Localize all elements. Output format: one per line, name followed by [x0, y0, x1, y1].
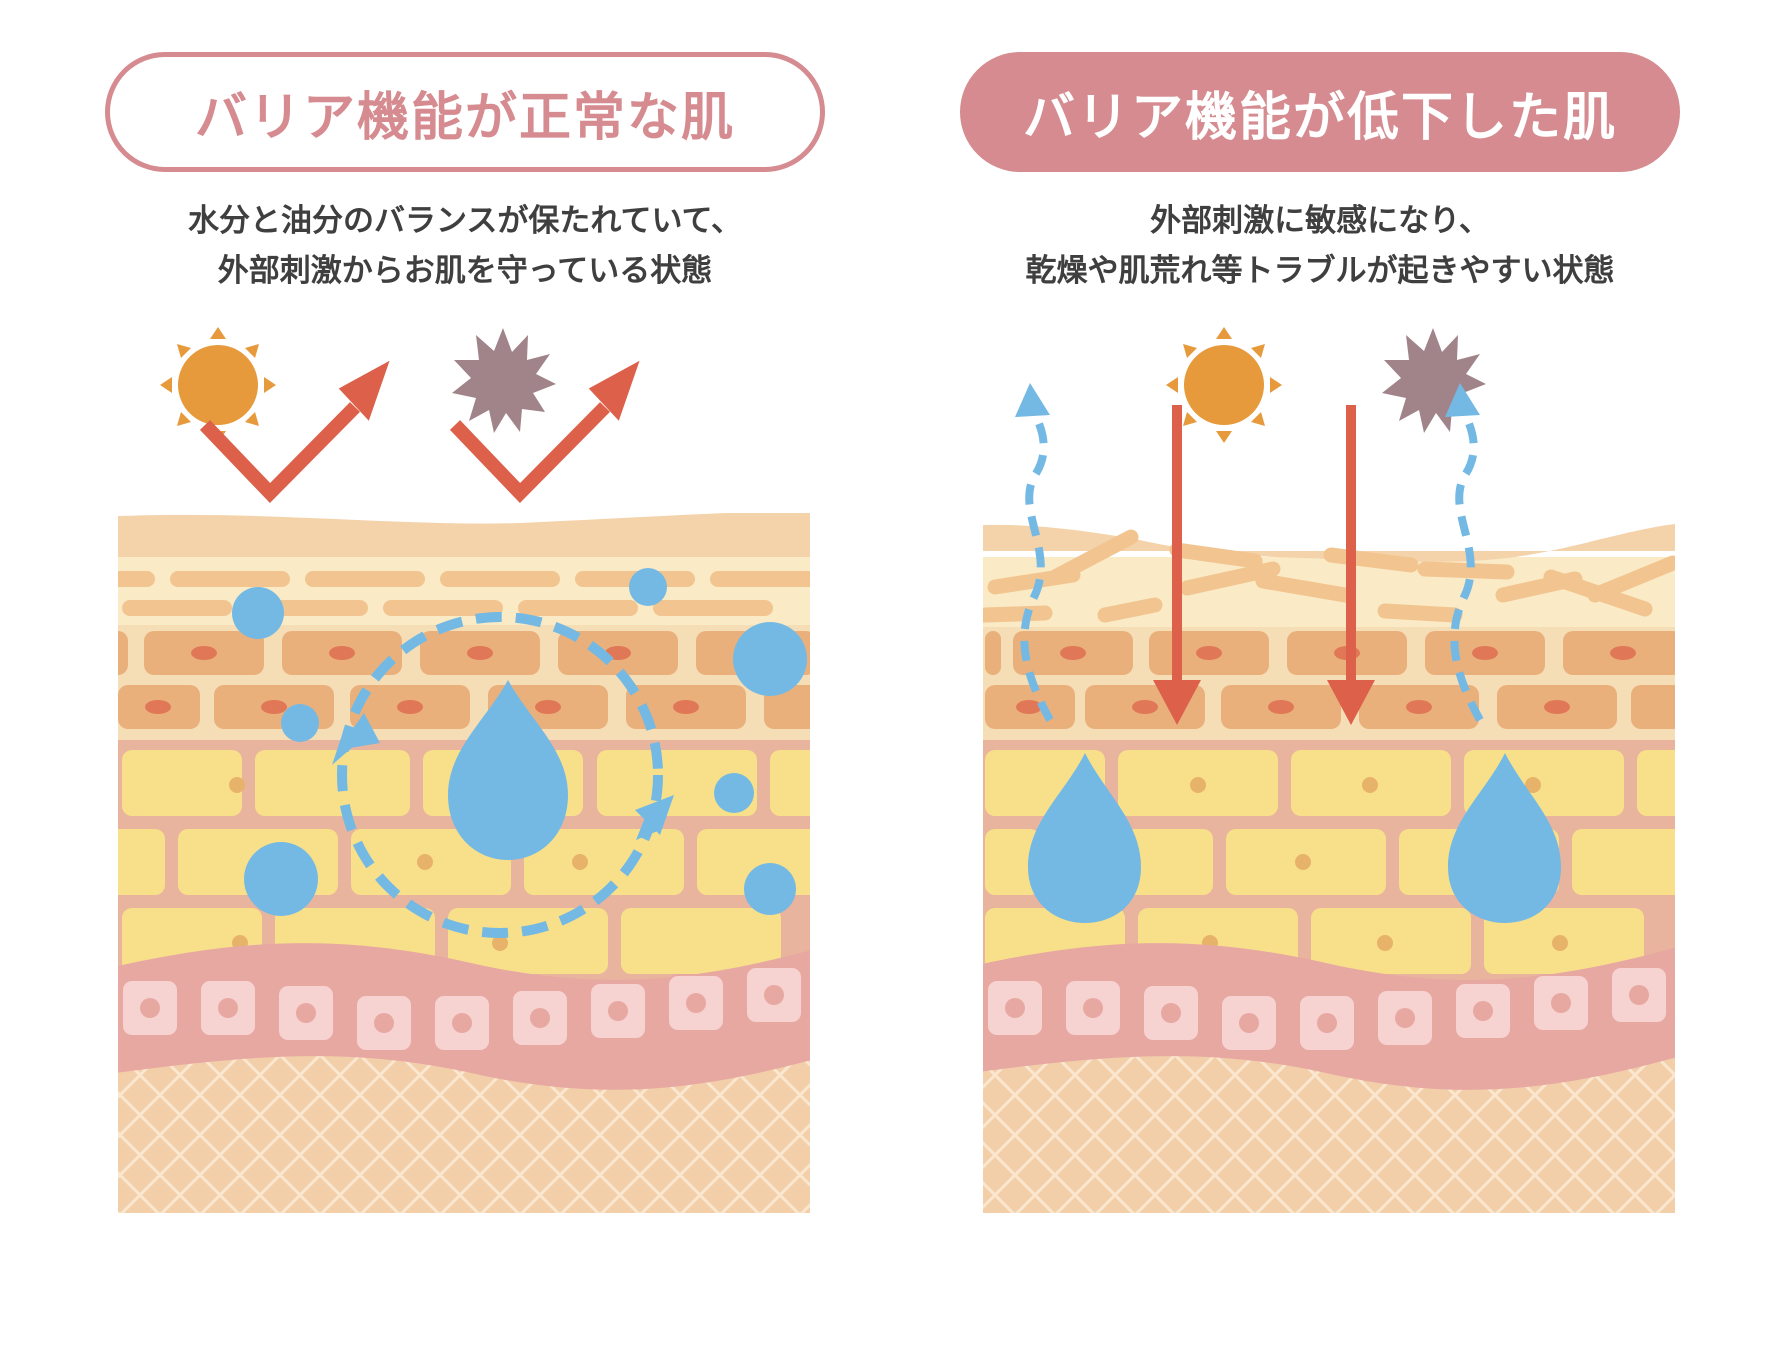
damaged-skin-panel: バリア機能が低下した肌 外部刺激に敏感になり、 乾燥や肌荒れ等トラブルが起きやす…	[955, 0, 1715, 1350]
description-line-2: 外部刺激からお肌を守っている状態	[100, 246, 830, 296]
irritant-icon	[452, 328, 556, 433]
irritant-icon	[1382, 328, 1486, 433]
damaged-skin-title: バリア機能が低下した肌	[960, 52, 1680, 172]
sun-icon	[160, 327, 276, 443]
normal-skin-panel: バリア機能が正常な肌 水分と油分のバランスが保たれていて、 外部刺激からお肌を守…	[100, 0, 860, 1350]
skin-cross-section	[955, 523, 1685, 1225]
sun-icon	[1166, 327, 1282, 443]
skin-surface	[955, 523, 1685, 562]
description-line-1: 外部刺激に敏感になり、	[955, 196, 1685, 246]
normal-skin-illustration	[100, 295, 830, 1295]
damaged-skin-description: 外部刺激に敏感になり、 乾燥や肌荒れ等トラブルが起きやすい状態	[955, 196, 1685, 296]
normal-skin-description: 水分と油分のバランスが保たれていて、 外部刺激からお肌を守っている状態	[100, 196, 830, 296]
normal-skin-title: バリア機能が正常な肌	[105, 52, 825, 172]
damaged-skin-illustration	[955, 295, 1685, 1295]
skin-cross-section	[100, 512, 830, 1225]
description-line-2: 乾燥や肌荒れ等トラブルが起きやすい状態	[955, 246, 1685, 296]
skin-surface	[100, 512, 830, 557]
description-line-1: 水分と油分のバランスが保たれていて、	[100, 196, 830, 246]
